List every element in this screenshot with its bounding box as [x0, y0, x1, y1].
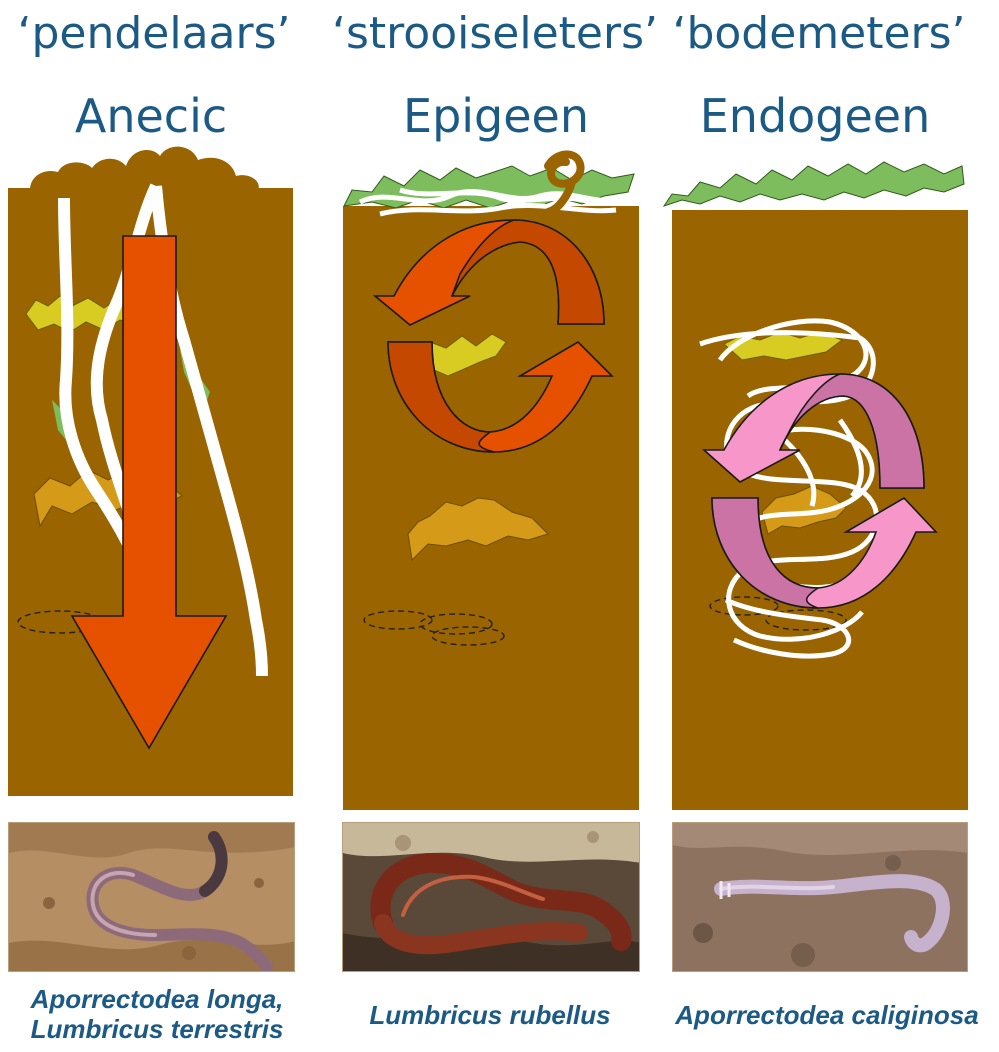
species-name-epigeic: Lumbricus rubellus [340, 1000, 640, 1030]
species-line-1: Aporrectodea caliginosa [662, 1000, 992, 1030]
species-name-endogeic: Aporrectodea caliginosa [662, 1000, 992, 1030]
species-name-anecic: Aporrectodea longa, Lumbricus terrestris [12, 984, 302, 1044]
species-line-1: Lumbricus rubellus [340, 1000, 640, 1030]
species-line-1: Aporrectodea longa, [12, 984, 302, 1014]
soil-column-epigeic [343, 154, 639, 810]
surface-cast [548, 154, 581, 212]
surface-litter [344, 166, 634, 208]
soil-column-endogeic [664, 162, 968, 810]
surface-litter [664, 162, 964, 206]
earthworm-photo-endogeic [672, 822, 968, 972]
earthworm-photo-epigeic [342, 822, 640, 972]
earthworm-photo-anecic [8, 822, 295, 972]
species-line-2: Lumbricus terrestris [12, 1014, 302, 1044]
soil-column-anecic [8, 147, 293, 796]
earthworm-image-epigeic [343, 823, 640, 972]
surface-castings [30, 147, 259, 190]
earthworm-image-endogeic [673, 823, 968, 972]
earthworm-image-anecic [9, 823, 295, 972]
